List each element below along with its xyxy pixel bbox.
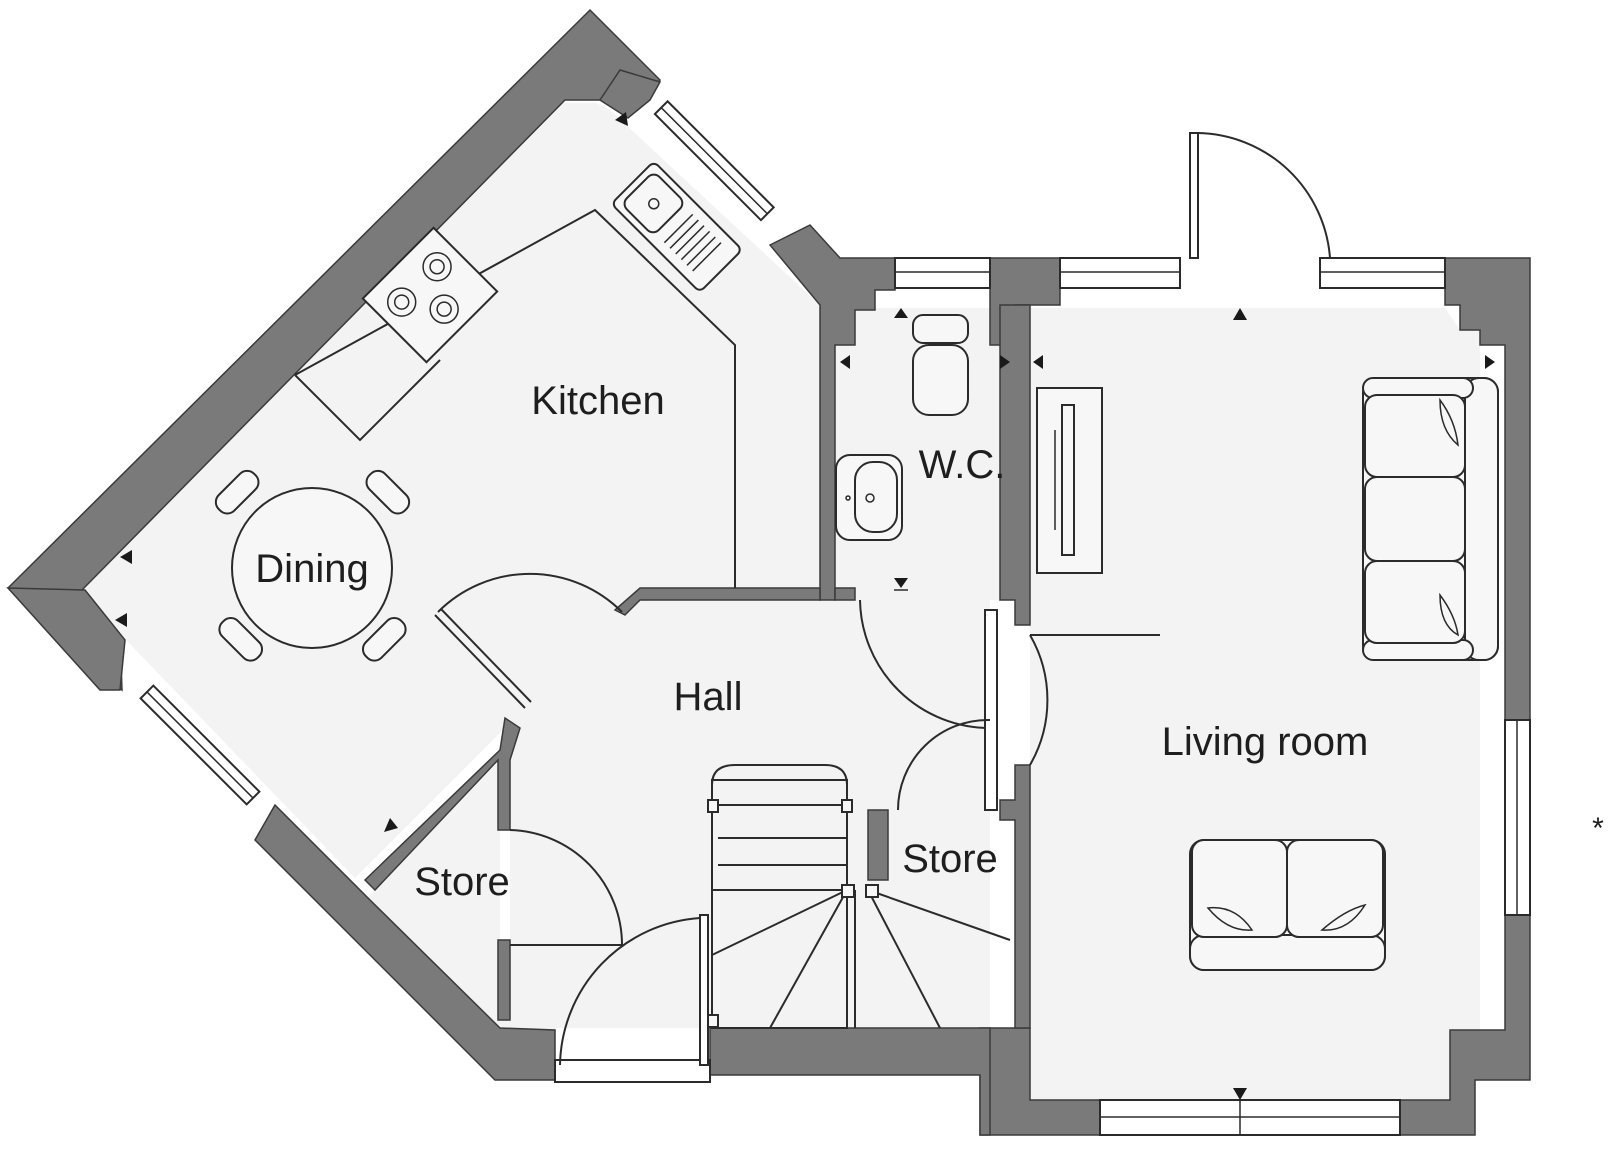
- wall-store-left: [363, 716, 521, 892]
- hall-floor: [510, 600, 990, 1060]
- marker-icon: [1233, 1088, 1247, 1100]
- marker-icon: [894, 578, 908, 588]
- marker-icon: [1233, 308, 1247, 320]
- wall-living-ne: [1444, 257, 1531, 721]
- wall-southwest: [254, 803, 556, 1081]
- marker-icon: [1000, 355, 1010, 369]
- toilet-icon: [912, 314, 969, 416]
- wall-west-corner: [6, 587, 126, 691]
- room-label-store-right: Store: [902, 837, 998, 881]
- sofa-icon: [1362, 377, 1499, 661]
- marker-icon: [384, 818, 398, 832]
- wall-hall-living: [999, 764, 1031, 1029]
- chair-icon: [365, 469, 411, 515]
- door-store-right: [897, 718, 991, 811]
- marker-icon: [115, 613, 127, 627]
- door-living-internal: [984, 609, 1160, 811]
- door-living-external: [1189, 132, 1331, 259]
- wall-kitchen-hall: [613, 587, 821, 616]
- wall-store-right: [867, 809, 889, 881]
- room-label-store-left: Store: [414, 860, 510, 904]
- window-living-north-right: [1319, 257, 1446, 289]
- window-living-south: [1099, 1099, 1401, 1136]
- store-left-floor: [365, 760, 510, 1028]
- room-label-kitchen: Kitchen: [531, 379, 664, 423]
- wall-wc-south: [834, 587, 856, 601]
- staircase: [707, 764, 1011, 1029]
- window-living-north-left: [1059, 257, 1181, 289]
- room-labels: Kitchen Dining W.C. Hall Living room Sto…: [255, 379, 1604, 904]
- tv-unit: [1036, 387, 1103, 574]
- marker-icon: [1033, 355, 1043, 369]
- sink-icon: [612, 162, 741, 291]
- window-hall-south: [554, 1059, 711, 1083]
- marker-icon: [1485, 355, 1495, 369]
- door-store-left: [509, 829, 623, 946]
- window-dining-sw: [139, 684, 261, 806]
- room-label-wc: W.C.: [919, 443, 1006, 487]
- window-kitchen-ne: [653, 99, 776, 222]
- chair-icon: [214, 469, 260, 515]
- door-kitchen-hall: [434, 572, 623, 709]
- wall-kitchen-ne: [598, 69, 662, 119]
- chair-icon: [361, 616, 407, 662]
- table-icon: [231, 487, 393, 649]
- room-label-hall: Hall: [674, 675, 743, 719]
- door-wc: [859, 599, 991, 729]
- kitchen-fittings: [294, 162, 741, 588]
- windows: [139, 99, 1531, 1136]
- dining-table: [214, 469, 411, 662]
- footnote-marker: *: [1592, 812, 1604, 845]
- window-living-east: [1504, 719, 1531, 916]
- wall-store-left-south: [497, 939, 511, 1021]
- wall-hall-south: [709, 1027, 991, 1136]
- chair-icon: [218, 616, 264, 662]
- marker-icon: [840, 355, 850, 369]
- room-label-dining: Dining: [255, 547, 368, 591]
- walls: [6, 8, 1531, 1136]
- doors: [434, 132, 1331, 1066]
- kitchen-worktop-left: [294, 359, 441, 442]
- marker-icon: [615, 112, 628, 126]
- kitchen-dining-floor: [80, 103, 820, 878]
- hob-icon: [361, 226, 499, 364]
- marker-icon: [120, 550, 132, 564]
- marker-icon: [894, 308, 908, 318]
- dimension-markers: [115, 112, 1495, 1100]
- door-front-entrance: [559, 914, 709, 1066]
- basin-icon: [835, 454, 903, 541]
- wall-kitchen-east-diag: [768, 224, 896, 601]
- loveseat-icon: [1189, 839, 1386, 971]
- wall-wc-living: [999, 304, 1031, 626]
- room-label-living-room: Living room: [1162, 720, 1369, 764]
- living-furniture: [1036, 377, 1499, 971]
- wc-fittings: [835, 314, 969, 541]
- window-wc: [894, 257, 991, 289]
